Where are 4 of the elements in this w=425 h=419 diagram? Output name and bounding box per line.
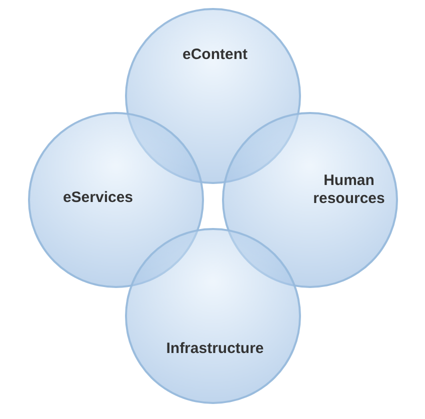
circle-label: Human resources bbox=[312, 172, 386, 208]
circle-label: eServices bbox=[62, 189, 134, 207]
circle-label: eContent bbox=[182, 46, 248, 64]
circle-label: Infrastructure bbox=[165, 340, 265, 358]
